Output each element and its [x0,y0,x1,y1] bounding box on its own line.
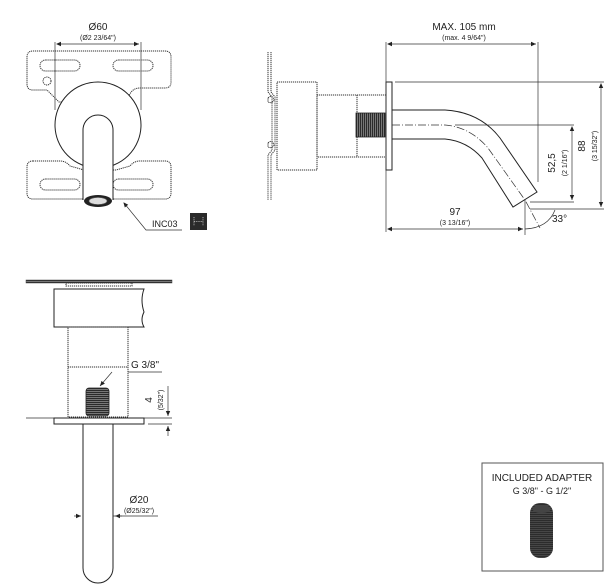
spout-section [82,424,114,584]
top-view: Ø60 (Ø2 23/64") INC03 [26,22,207,231]
mounting-slot [39,178,81,191]
threaded-connector-section [85,387,110,417]
mounting-slot [39,59,81,72]
angle-label: 33° [552,214,567,225]
thread-label: G 3/8" [131,360,159,371]
wall-plate [385,81,393,171]
valve-body [276,81,318,171]
front-section-view: G 3/8" 4 (5/32") Ø20 (Ø25/32") [25,279,173,584]
outlet-height-label: 52,5 [547,153,558,173]
mounting-hole [42,76,52,86]
outlet-height-imperial: (2 1/16") [562,150,569,177]
mounting-bracket-bottom [26,160,172,200]
threaded-connector [355,112,386,138]
finish-code: INC03 [152,219,178,229]
mounting-slot [112,59,154,72]
height-label: 88 [577,140,588,152]
max-length-imperial: (max. 4 9/64") [442,35,486,42]
spout-diameter-label: Ø20 [130,495,149,506]
adapter-box: INCLUDED ADAPTER G 3/8" - G 1/2" [481,462,604,572]
offset-label: 4 [144,397,155,403]
valve-body-section [53,288,145,328]
wall-bracket-side [267,52,273,200]
spout-top [82,114,114,200]
spout-diameter-imperial: (Ø25/32") [124,508,154,515]
wall-plate-section [53,417,145,425]
mounting-slot [112,178,154,191]
diameter-label: Ø60 [89,22,108,33]
projection-imperial: (3 13/16") [440,220,471,227]
spout-side [392,109,538,208]
diameter-imperial: (Ø2 23/64") [80,35,116,42]
height-imperial: (3 15/32") [592,131,599,162]
projection-label: 97 [449,207,461,218]
side-view: MAX. 105 mm (max. 4 9/64") 88 (3 15/32")… [267,22,604,235]
adapter-subtitle: G 3/8" - G 1/2" [513,486,571,496]
adapter-title: INCLUDED ADAPTER [492,473,593,484]
max-length-label: MAX. 105 mm [432,22,495,33]
offset-imperial: (5/32") [158,390,165,411]
